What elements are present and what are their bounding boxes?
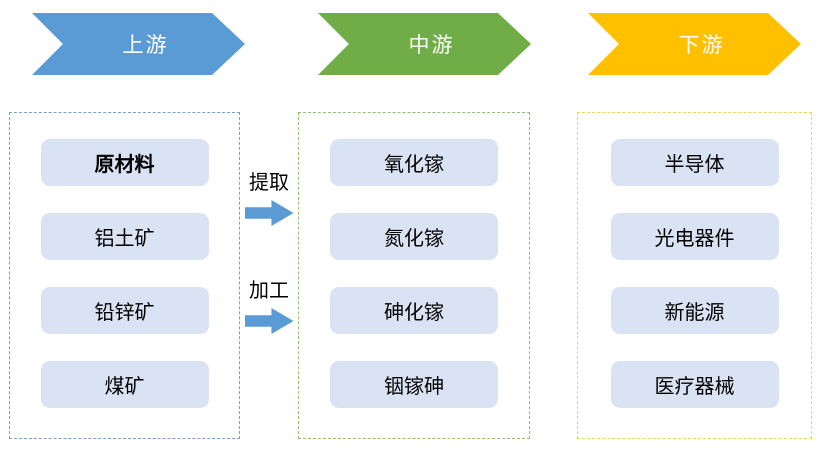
item-label: 光电器件	[654, 228, 735, 250]
stage-label-midstream: 中游	[408, 34, 455, 57]
stage-arrow-upstream: 上游	[32, 13, 245, 75]
item-box: 铝土矿	[40, 213, 209, 260]
item-label: 氮化镓	[384, 228, 444, 250]
item-box: 光电器件	[610, 213, 779, 260]
upstream-panel: 原材料 铝土矿 铅锌矿 煤矿	[9, 112, 240, 439]
item-box: 半导体	[610, 139, 779, 186]
item-box: 医疗器械	[610, 361, 779, 408]
stage-arrow-midstream: 中游	[318, 13, 531, 75]
item-label: 半导体	[664, 154, 725, 176]
connector-label: 加工	[249, 280, 289, 302]
item-label: 铟镓砷	[384, 376, 444, 398]
item-label: 铝土矿	[94, 228, 155, 250]
right-arrow-icon	[244, 308, 294, 334]
item-label: 原材料	[94, 154, 155, 176]
connector-extract: 提取	[241, 172, 297, 226]
item-box: 氧化镓	[330, 139, 498, 186]
stage-label-upstream: 上游	[122, 34, 169, 57]
midstream-panel: 氧化镓 氮化镓 砷化镓 铟镓砷	[298, 112, 530, 439]
stage-arrow-downstream: 下游	[588, 13, 801, 75]
item-box: 氮化镓	[330, 213, 498, 260]
item-box: 原材料	[40, 139, 209, 186]
item-box: 砷化镓	[330, 287, 498, 334]
connector-process: 加工	[241, 280, 297, 334]
item-label: 砷化镓	[384, 302, 444, 324]
item-label: 煤矿	[104, 376, 145, 398]
item-box: 铅锌矿	[40, 287, 209, 334]
downstream-panel: 半导体 光电器件 新能源 医疗器械	[577, 112, 812, 439]
item-label: 氧化镓	[384, 154, 444, 176]
item-label: 医疗器械	[654, 376, 735, 398]
item-label: 铅锌矿	[94, 302, 155, 324]
item-box: 煤矿	[40, 361, 209, 408]
right-arrow-icon	[244, 200, 294, 226]
connector-label: 提取	[249, 172, 289, 194]
item-box: 新能源	[610, 287, 779, 334]
item-box: 铟镓砷	[330, 361, 498, 408]
stage-label-downstream: 下游	[678, 34, 725, 57]
item-label: 新能源	[664, 302, 725, 324]
